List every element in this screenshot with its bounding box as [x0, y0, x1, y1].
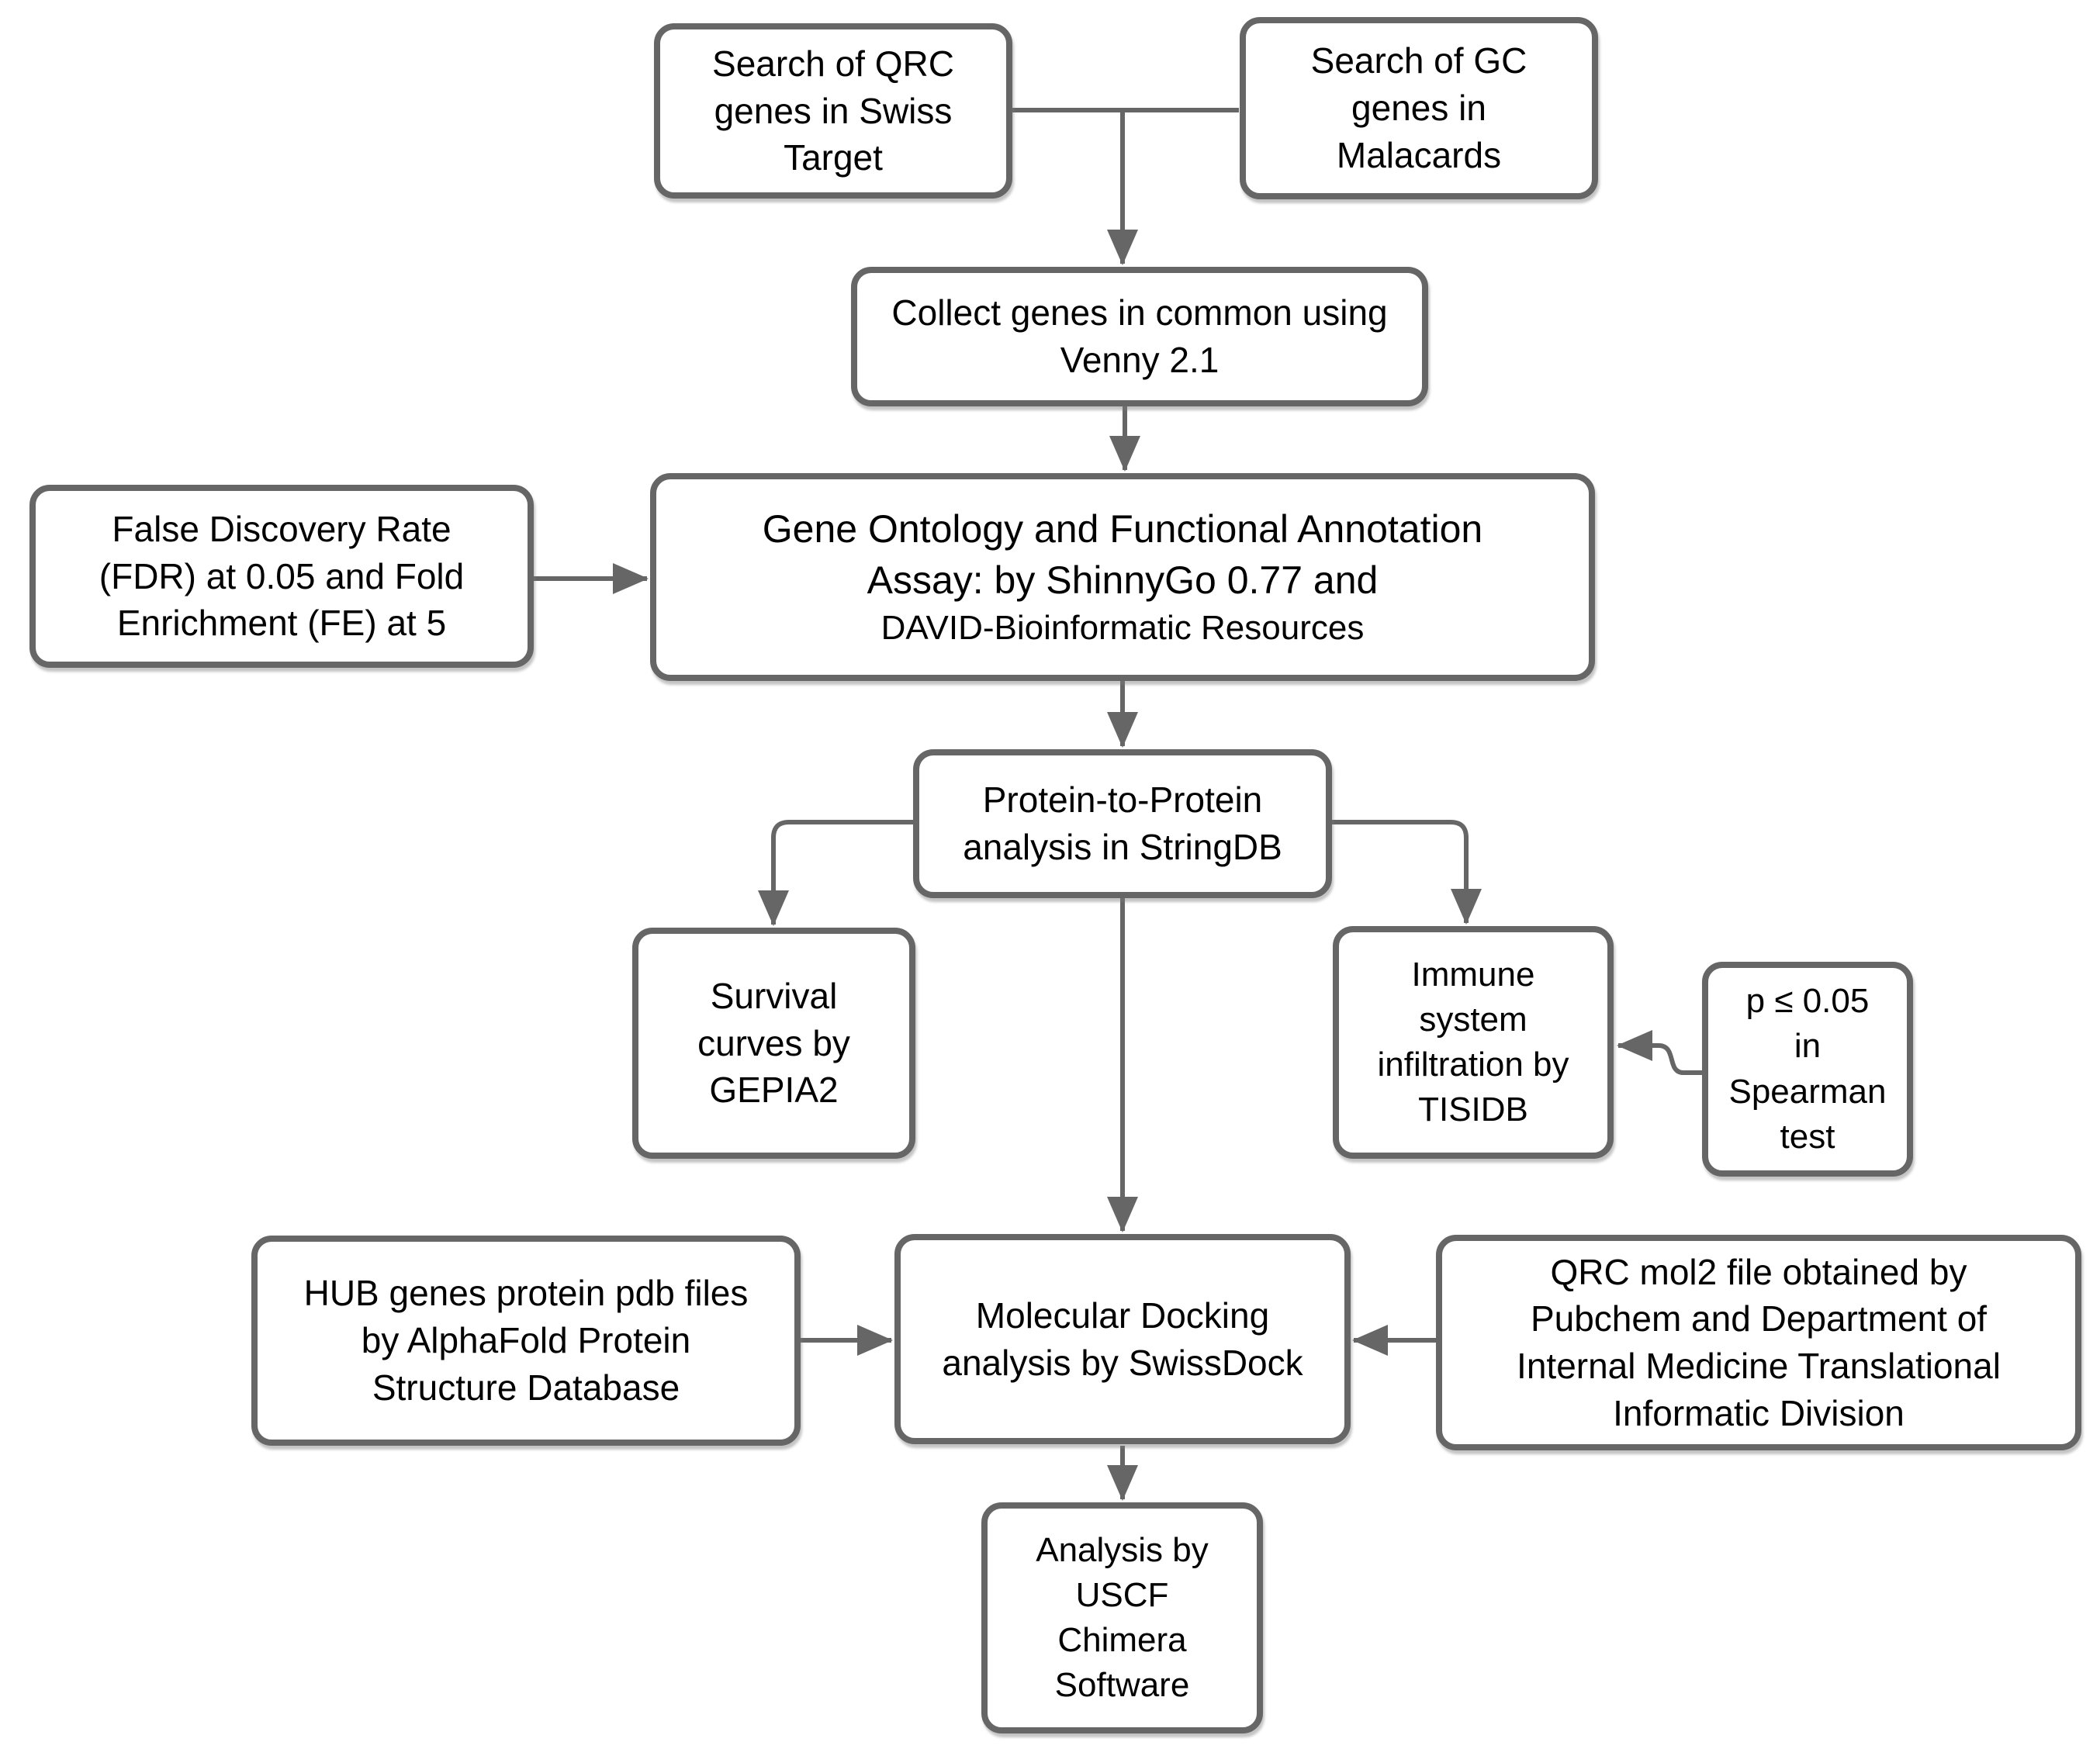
node-sub-label: DAVID-Bioinformatic Resources — [880, 609, 1365, 648]
node-survival-gepia2: Survival curves by GEPIA2 — [632, 928, 915, 1159]
node-label: Analysis by USCF Chimera Software — [1036, 1530, 1209, 1705]
connector-stringdb-to-gepia2 — [758, 820, 913, 926]
node-fdr-fe-criteria: False Discovery Rate (FDR) at 0.05 and F… — [29, 485, 534, 668]
node-label: Immune system infiltration by TISIDB — [1377, 955, 1569, 1129]
node-label: Collect genes in common using Venny 2.1 — [891, 292, 1388, 380]
node-spearman-threshold: p ≤ 0.05 in Spearman test — [1702, 962, 1913, 1177]
node-label: Search of GC genes in Malacards — [1310, 40, 1527, 175]
node-label: False Discovery Rate (FDR) at 0.05 and F… — [99, 508, 465, 644]
node-immune-tisidb: Immune system infiltration by TISIDB — [1333, 926, 1614, 1159]
node-label: Molecular Docking analysis by SwissDock — [942, 1294, 1303, 1383]
node-label: QRC mol2 file obtained by Pubchem and De… — [1517, 1251, 2001, 1433]
node-molecular-docking-swissdock: Molecular Docking analysis by SwissDock — [894, 1234, 1351, 1444]
connector-spearman-to-tisidb — [1617, 1030, 1702, 1075]
node-collect-genes-venny: Collect genes in common using Venny 2.1 — [851, 267, 1428, 406]
node-qrc-mol2-file: QRC mol2 file obtained by Pubchem and De… — [1436, 1235, 2081, 1450]
node-search-qrc-genes: Search of QRC genes in Swiss Target — [654, 23, 1012, 199]
node-label: Survival curves by GEPIA2 — [697, 975, 850, 1111]
node-gene-ontology-annotation: Gene Ontology and Functional Annotation … — [650, 473, 1595, 681]
node-search-gc-genes: Search of GC genes in Malacards — [1240, 17, 1598, 199]
node-hub-genes-alphafold: HUB genes protein pdb files by AlphaFold… — [251, 1236, 801, 1446]
node-label: Search of QRC genes in Swiss Target — [712, 43, 954, 178]
node-label: Gene Ontology and Functional Annotation … — [762, 507, 1483, 603]
connector-stringdb-to-tisidb — [1332, 820, 1482, 925]
node-label: Protein-to-Protein analysis in StringDB — [963, 779, 1282, 867]
node-label: HUB genes protein pdb files by AlphaFold… — [303, 1273, 749, 1408]
node-ppi-stringdb: Protein-to-Protein analysis in StringDB — [913, 749, 1332, 898]
node-label: p ≤ 0.05 in Spearman test — [1728, 982, 1887, 1156]
node-chimera-analysis: Analysis by USCF Chimera Software — [981, 1502, 1263, 1733]
